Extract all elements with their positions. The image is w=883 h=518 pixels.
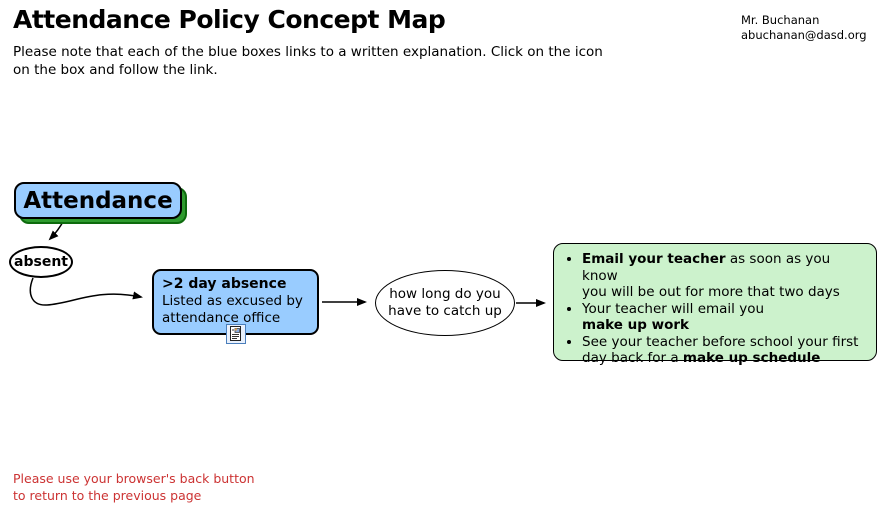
catchup-node-label: how long do you have to catch up <box>388 286 502 319</box>
absent-node-label: absent <box>14 254 68 270</box>
catchup-node: how long do you have to catch up <box>375 270 515 336</box>
author-email: abuchanan@dasd.org <box>741 28 867 42</box>
author-block: Mr. Buchanan abuchanan@dasd.org <box>741 13 867 43</box>
absence-box-title: >2 day absence <box>162 276 287 292</box>
footer-note: Please use your browser's back button to… <box>13 471 255 503</box>
absence-box-body: Listed as excused by attendance office <box>162 293 303 326</box>
page-title: Attendance Policy Concept Map <box>13 5 446 34</box>
author-name: Mr. Buchanan <box>741 13 820 27</box>
info-box-list: Email your teacher as soon as you know y… <box>560 251 870 367</box>
absence-box-node[interactable]: >2 day absence Listed as excused by atte… <box>152 269 319 344</box>
info-box-node: Email your teacher as soon as you know y… <box>553 243 877 366</box>
info-box-bullet: Your teacher will email you make up work <box>582 301 870 334</box>
attendance-node[interactable]: Attendance <box>14 182 182 219</box>
document-link-icon[interactable] <box>225 324 246 344</box>
info-box-bullet: Email your teacher as soon as you know y… <box>582 251 870 301</box>
absent-node: absent <box>9 246 73 278</box>
connector-absent-to-absence-box <box>29 277 143 306</box>
attendance-node-label: Attendance <box>23 187 173 214</box>
info-box-bullet: See your teacher before school your firs… <box>582 334 870 367</box>
intro-note: Please note that each of the blue boxes … <box>13 44 603 78</box>
